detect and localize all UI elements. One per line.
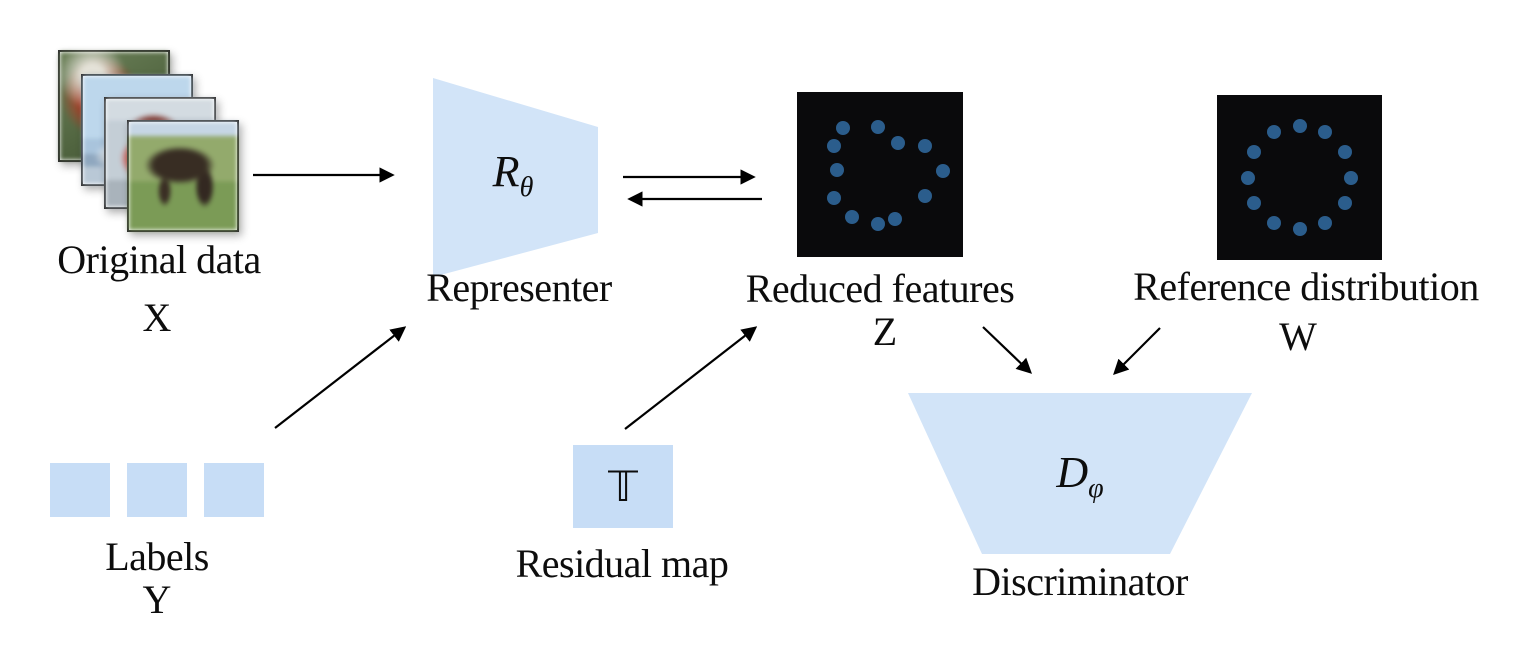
arrow-labels-to-representer — [274, 326, 407, 429]
arrow-w-to-discriminator — [1113, 327, 1161, 375]
scatter-dot — [1318, 125, 1333, 140]
scatter-dot — [1247, 144, 1262, 159]
scatter-dot — [836, 121, 851, 136]
arrow-residual-map-to-reduced-features — [624, 326, 758, 430]
label-square-2 — [127, 463, 187, 517]
reference-distribution-panel — [1217, 95, 1382, 260]
scatter-dot — [844, 210, 859, 225]
residual-map-symbol: 𝕋 — [608, 461, 638, 511]
scatter-dot — [871, 119, 886, 134]
scatter-dot — [1318, 215, 1333, 230]
scatter-dot — [887, 212, 902, 227]
residual-map-label: Residual map — [515, 541, 729, 586]
arrow-z-to-discriminator — [982, 326, 1033, 374]
horse-photo — [127, 120, 239, 232]
scatter-dot — [891, 136, 906, 151]
representer-trapezoid — [433, 78, 598, 277]
label-square-1 — [50, 463, 110, 517]
original-data-label: Original data — [57, 237, 261, 282]
scatter-dot — [1337, 144, 1352, 159]
reduced-features-symbol: Z — [872, 309, 898, 354]
original-data-symbol: X — [142, 295, 172, 340]
reduced-features-panel — [797, 92, 963, 257]
reduced-features-label: Reduced features — [745, 266, 1015, 311]
scatter-dot — [1247, 196, 1262, 211]
scatter-dot — [936, 164, 951, 179]
discriminator-label: Discriminator — [972, 559, 1188, 604]
residual-map-square: 𝕋 — [573, 445, 673, 528]
scatter-dot — [917, 139, 932, 154]
scatter-dot — [1292, 118, 1307, 133]
representer-variable: Rθ — [492, 147, 534, 203]
scatter-dot — [1292, 222, 1307, 237]
scatter-dot — [1240, 170, 1255, 185]
scatter-dot — [1337, 196, 1352, 211]
label-square-3 — [204, 463, 264, 517]
discriminator-trapezoid — [908, 393, 1252, 554]
scatter-dot — [826, 190, 841, 205]
labels-label: Labels — [105, 534, 209, 579]
scatter-dot — [1266, 215, 1281, 230]
scatter-dot — [917, 188, 932, 203]
discriminator-variable: Dφ — [1056, 448, 1104, 504]
scatter-dot — [1344, 170, 1359, 185]
representer-label: Representer — [426, 265, 612, 310]
scatter-dot — [826, 139, 841, 154]
scatter-dot — [829, 162, 844, 177]
horse-photo-content — [129, 122, 237, 230]
scatter-dot — [871, 217, 886, 231]
scatter-dot — [1266, 125, 1281, 140]
labels-symbol: Y — [142, 577, 172, 622]
reference-distribution-label: Reference distribution — [1133, 264, 1479, 309]
reference-distribution-symbol: W — [1279, 314, 1317, 359]
